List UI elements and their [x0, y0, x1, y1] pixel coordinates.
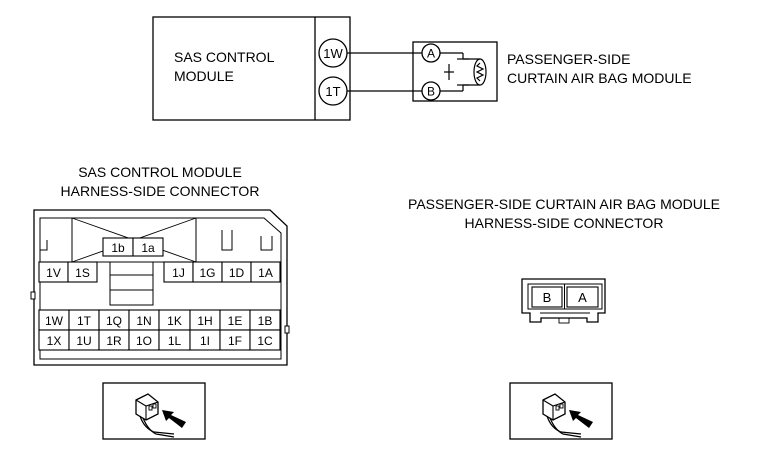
pin-cell: 1F	[228, 334, 242, 348]
pin-cell: 1b	[111, 241, 125, 255]
pin-cell: 1C	[257, 334, 273, 348]
pin-cell: 1O	[136, 334, 152, 348]
airbag-pin-a-label: A	[427, 47, 435, 61]
pin-cell: 1S	[75, 266, 90, 280]
pin-cell: 1N	[136, 314, 151, 328]
pin-1t-label: 1T	[325, 84, 340, 99]
pin-cell: 1K	[167, 314, 182, 328]
airbag-module-box	[412, 41, 498, 102]
pin-cell: 1D	[229, 266, 245, 280]
sas-connector-housing	[33, 209, 288, 366]
pin-cell: 1T	[77, 314, 92, 328]
pin-cell: 1W	[45, 314, 64, 328]
sas-connector-section: SAS CONTROL MODULE HARNESS-SIDE CONNECTO…	[30, 164, 290, 366]
pin-cell: 1H	[197, 314, 212, 328]
connector-view-icon	[509, 382, 613, 440]
wiring-schematic: SAS CONTROL MODULE 1W 1T A B	[152, 16, 692, 121]
airbag-connector-title-line2: HARNESS-SIDE CONNECTOR	[465, 215, 664, 231]
airbag-pin-b-label: B	[427, 85, 435, 99]
pin-cell: 1a	[141, 241, 155, 255]
pin-cell: 1B	[258, 314, 273, 328]
pin-cell: 1G	[199, 266, 215, 280]
airbag-connector-housing	[521, 278, 606, 323]
sas-module-box	[152, 16, 351, 121]
pin-cell: 1U	[76, 334, 91, 348]
airbag-connector-section: PASSENGER-SIDE CURTAIN AIR BAG MODULE HA…	[408, 196, 720, 324]
pin-cell: 1E	[228, 314, 243, 328]
sas-row1-right: 1J 1G 1D 1A	[163, 261, 281, 283]
sas-module-label-line2: MODULE	[174, 68, 234, 84]
sas-row2: 1W 1T 1Q 1N 1K 1H 1E 1B	[38, 309, 281, 331]
sas-row1-left: 1V 1S	[38, 261, 98, 283]
sas-top-pins: 1b 1a	[102, 237, 164, 257]
airbag-module-label-line2: CURTAIN AIR BAG MODULE	[507, 70, 692, 86]
sas-module-label-line1: SAS CONTROL	[174, 49, 275, 65]
pin-cell: 1R	[106, 334, 122, 348]
connector-view-icon	[102, 382, 206, 440]
airbag-internal-circuit	[440, 52, 487, 92]
sas-connector-title-line2: HARNESS-SIDE CONNECTOR	[61, 183, 260, 199]
pin-cell: B	[543, 290, 552, 305]
pin-cell: 1L	[168, 334, 182, 348]
pin-cell: 1A	[258, 266, 273, 280]
airbag-connector-title-line1: PASSENGER-SIDE CURTAIN AIR BAG MODULE	[408, 196, 720, 212]
pin-cell: 1X	[47, 334, 62, 348]
pin-cell: 1Q	[106, 314, 122, 328]
airbag-module-label-line1: PASSENGER-SIDE	[507, 51, 630, 67]
pin-cell: A	[578, 290, 587, 305]
pin-cell: 1V	[46, 266, 61, 280]
pin-1w-label: 1W	[323, 46, 343, 61]
sas-row3: 1X 1U 1R 1O 1L 1I 1F 1C	[38, 329, 281, 351]
pin-cell: 1J	[172, 266, 185, 280]
sas-connector-title-line1: SAS CONTROL MODULE	[78, 164, 242, 180]
pin-cell: 1I	[200, 334, 210, 348]
